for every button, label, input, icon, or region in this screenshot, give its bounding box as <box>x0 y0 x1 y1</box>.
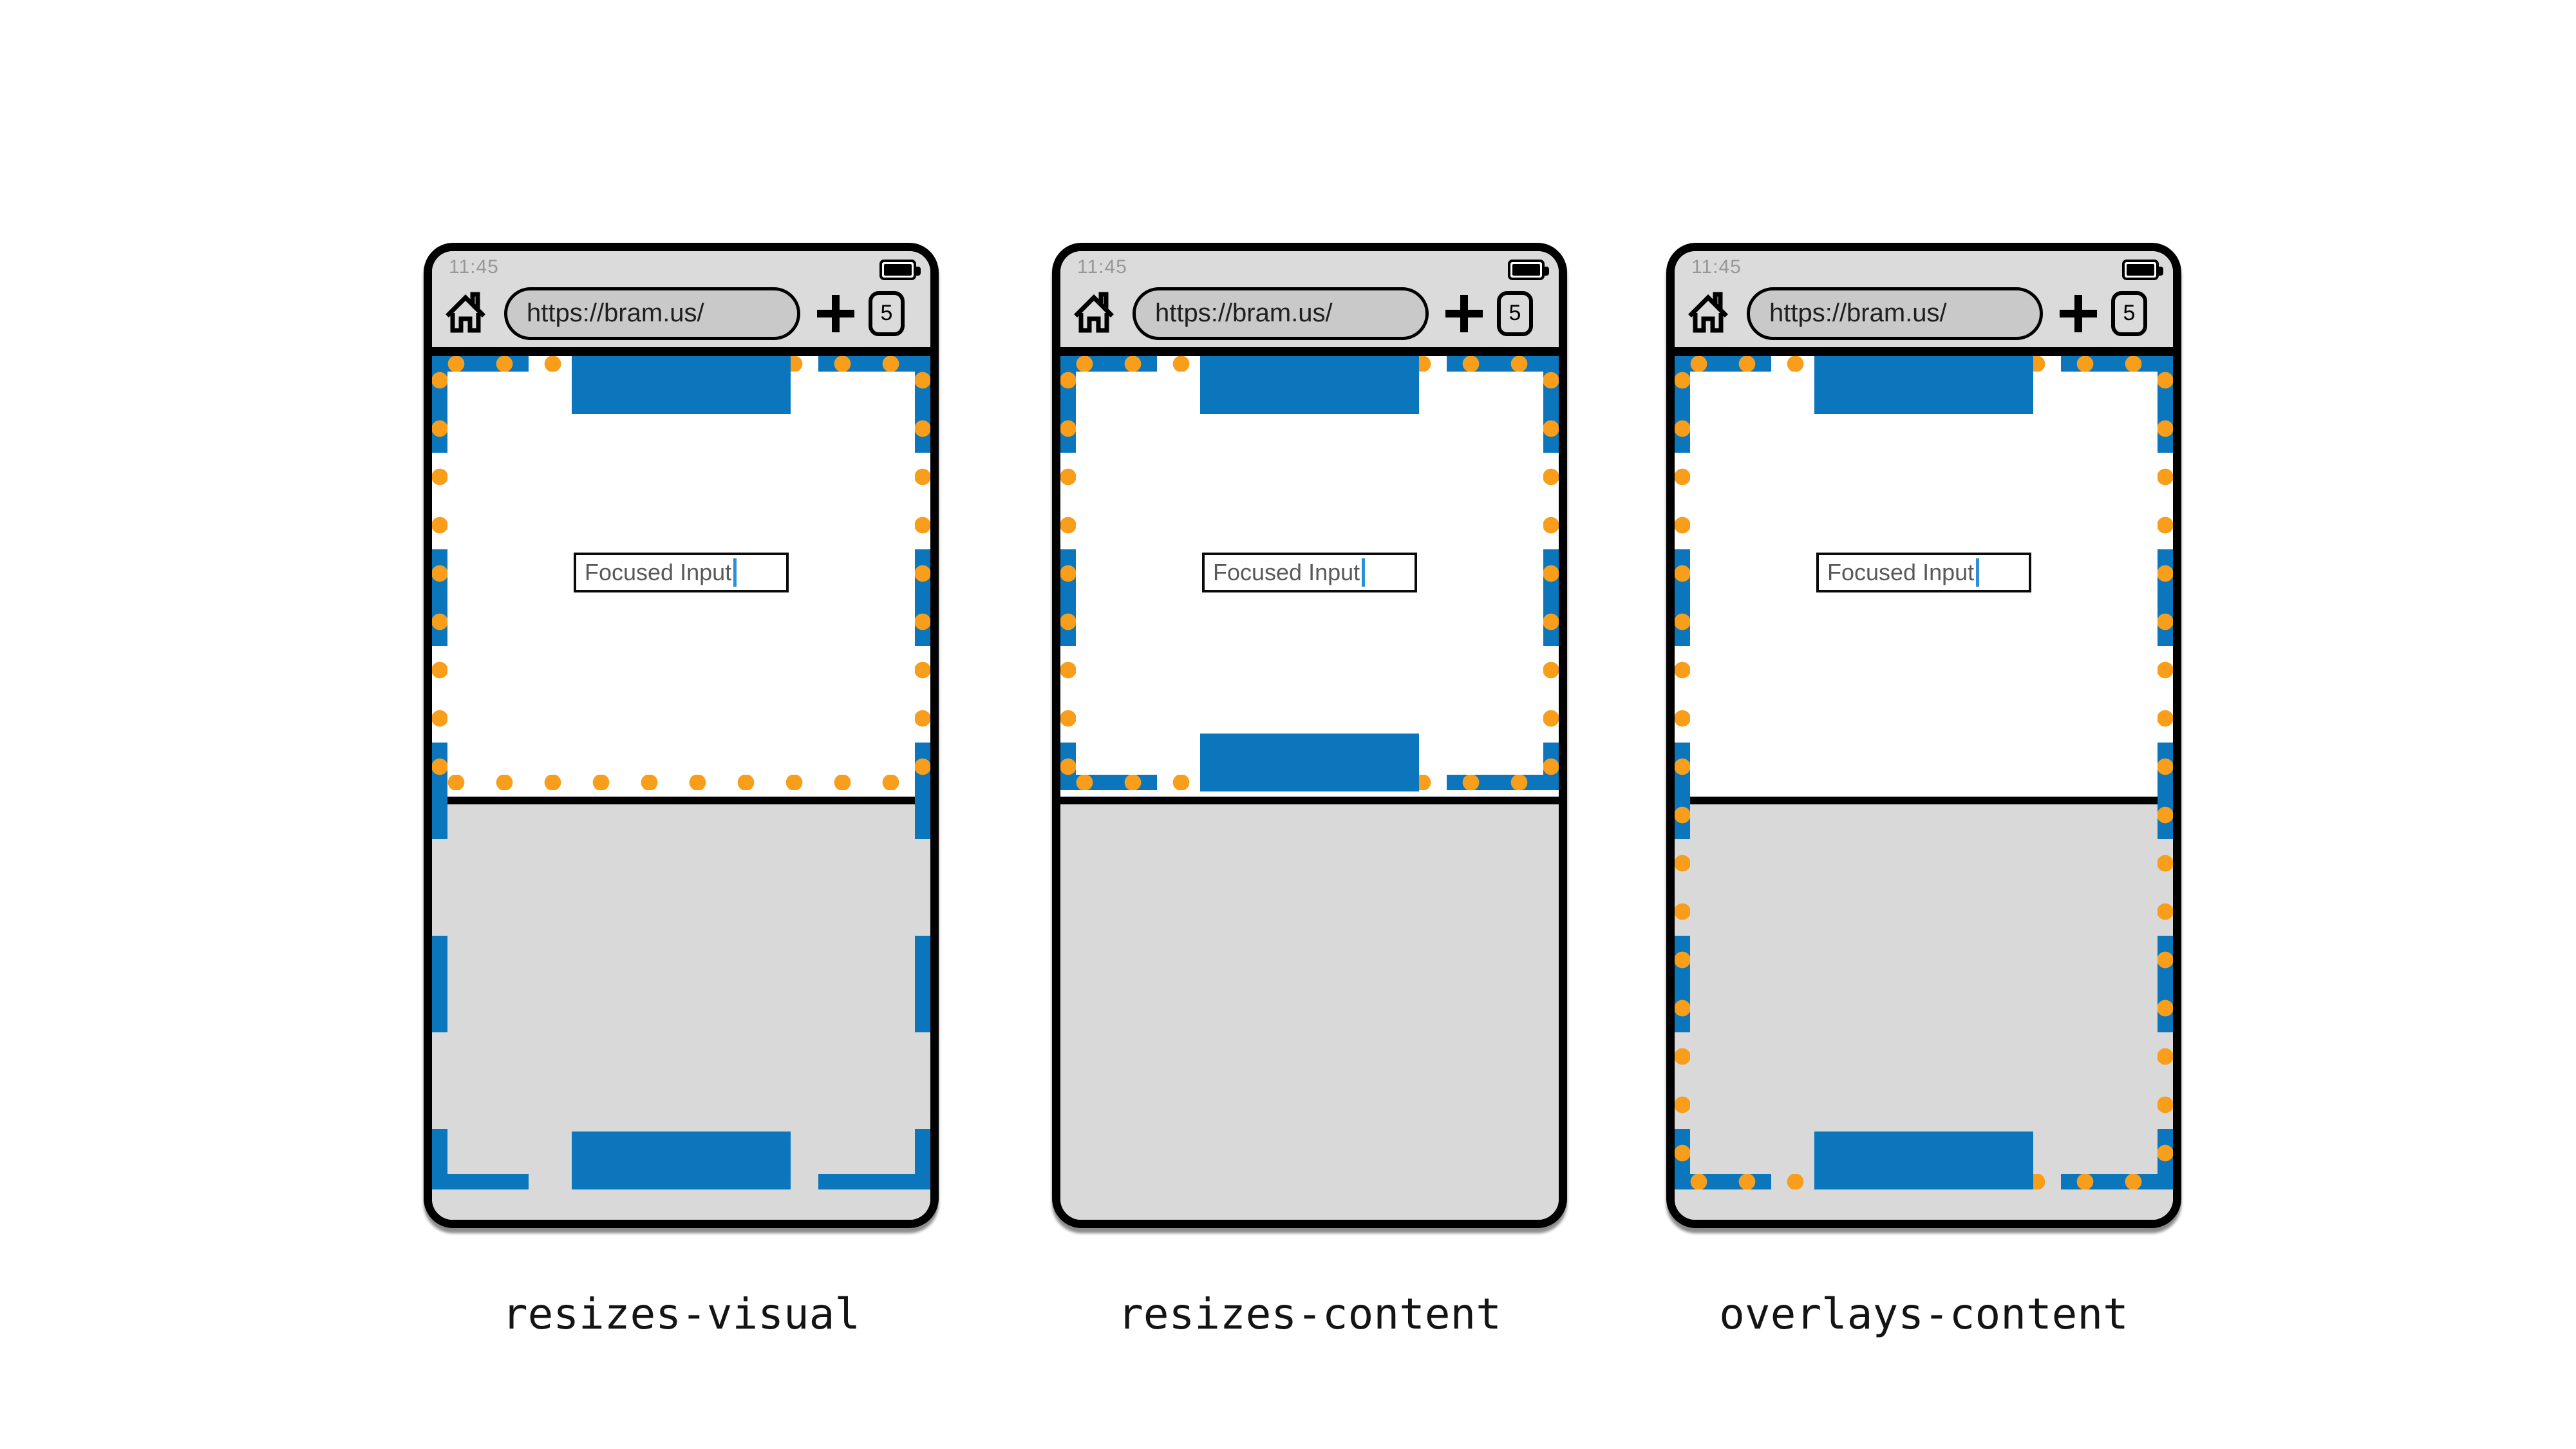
url-text: https://bram.us/ <box>1769 299 1947 327</box>
browser-chrome: 11:45 https://bram.us/ 5 <box>1060 251 1559 356</box>
visual-viewport-edge-bottom <box>432 775 930 790</box>
battery-icon <box>1508 260 1549 280</box>
fixed-footer-block <box>1814 1132 2033 1189</box>
web-page-area: Focused Input <box>432 356 930 1220</box>
fixed-header-block <box>1814 356 2033 414</box>
status-time: 11:45 <box>449 256 499 278</box>
phone-mockup-resizes-visual: 11:45 https://bram.us/ 5 <box>424 243 939 1339</box>
browser-toolbar: https://bram.us/ 5 <box>1675 279 2173 347</box>
text-caret <box>1976 558 1980 587</box>
url-text: https://bram.us/ <box>1155 299 1333 327</box>
layout-viewport-edge-left <box>1060 356 1076 790</box>
status-bar: 11:45 <box>1675 251 2173 280</box>
tab-counter[interactable]: 5 <box>1497 290 1533 336</box>
plus-icon[interactable] <box>2060 294 2097 332</box>
focused-input[interactable]: Focused Input <box>574 553 789 592</box>
fixed-footer-block <box>1200 734 1419 791</box>
home-icon[interactable] <box>1686 290 1730 337</box>
input-value: Focused Input <box>585 559 732 585</box>
home-icon[interactable] <box>1072 290 1116 337</box>
phone-screen: 11:45 https://bram.us/ 5 <box>1675 251 2173 1220</box>
browser-chrome: 11:45 https://bram.us/ 5 <box>1675 251 2173 356</box>
focused-input[interactable]: Focused Input <box>1816 553 2031 592</box>
visual-viewport-edge-left <box>432 356 447 790</box>
battery-nub <box>2158 267 2163 276</box>
url-bar[interactable]: https://bram.us/ <box>504 287 800 340</box>
status-time: 11:45 <box>1691 256 1742 278</box>
tab-counter[interactable]: 5 <box>869 290 905 336</box>
status-time: 11:45 <box>1077 256 1127 278</box>
phone-label: resizes-content <box>1117 1289 1502 1339</box>
phone-label: resizes-visual <box>502 1289 861 1339</box>
plus-icon[interactable] <box>1445 294 1483 332</box>
plus-icon[interactable] <box>817 294 854 332</box>
fixed-header-block <box>1200 356 1419 414</box>
web-page-area: Focused Input <box>1675 356 2173 1220</box>
tab-counter[interactable]: 5 <box>2111 290 2147 336</box>
web-page-area: Focused Input <box>1060 356 1559 1220</box>
status-bar: 11:45 <box>432 251 930 280</box>
battery-nub <box>1544 267 1549 276</box>
tab-count: 5 <box>880 301 893 325</box>
input-value: Focused Input <box>1827 559 1975 585</box>
visual-viewport-edge-left <box>1060 356 1076 790</box>
phone-mockup-resizes-content: 11:45 https://bram.us/ 5 <box>1052 243 1567 1339</box>
browser-chrome: 11:45 https://bram.us/ 5 <box>432 251 930 356</box>
text-caret <box>733 558 737 587</box>
phone-label: overlays-content <box>1719 1289 2129 1339</box>
url-bar[interactable]: https://bram.us/ <box>1747 287 2043 340</box>
browser-toolbar: https://bram.us/ 5 <box>1060 279 1559 347</box>
input-value: Focused Input <box>1213 559 1360 585</box>
browser-toolbar: https://bram.us/ 5 <box>432 279 930 347</box>
battery-icon <box>2122 260 2163 280</box>
tab-count: 5 <box>1509 301 1521 325</box>
battery-nub <box>916 267 921 276</box>
virtual-keyboard-area <box>1060 797 1559 1220</box>
visual-viewport-edge-right <box>1543 356 1559 790</box>
focused-input[interactable]: Focused Input <box>1202 553 1417 592</box>
url-bar[interactable]: https://bram.us/ <box>1133 287 1429 340</box>
phone-mockup-overlays-content: 11:45 https://bram.us/ 5 <box>1666 243 2181 1339</box>
battery-icon <box>879 260 921 280</box>
url-text: https://bram.us/ <box>527 299 704 327</box>
home-icon[interactable] <box>444 290 487 337</box>
text-caret <box>1362 558 1366 587</box>
tab-count: 5 <box>2123 301 2136 325</box>
status-bar: 11:45 <box>1060 251 1559 280</box>
layout-viewport-edge-right <box>1543 356 1559 790</box>
battery-fill <box>2127 264 2154 276</box>
battery-fill <box>1512 264 1540 276</box>
fixed-footer-block <box>572 1132 791 1189</box>
visual-viewport-edge-right <box>915 356 930 790</box>
phone-screen: 11:45 https://bram.us/ 5 <box>432 251 930 1220</box>
battery-fill <box>884 264 912 276</box>
fixed-header-block <box>572 356 791 414</box>
phone-screen: 11:45 https://bram.us/ 5 <box>1060 251 1559 1220</box>
